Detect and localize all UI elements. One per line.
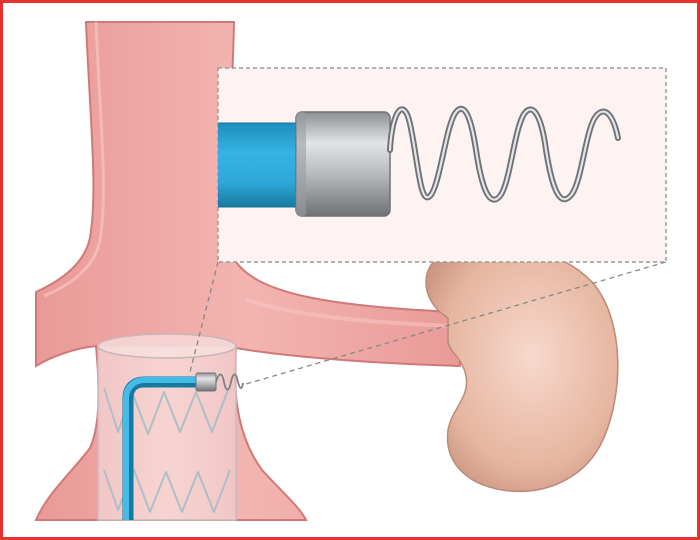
catheter-connector <box>195 372 217 392</box>
catheter-tube-highlight <box>123 377 200 520</box>
renal-artery-highlight <box>245 298 453 328</box>
coil-small-icon <box>215 373 244 391</box>
zoom-line-left <box>189 261 219 373</box>
coil-large-highlight <box>388 107 620 201</box>
kidney <box>425 245 619 493</box>
zoom-line-right <box>245 261 667 385</box>
aorta-inner-wall <box>43 21 105 298</box>
stent-sheath-top <box>97 333 237 359</box>
inset-connector <box>295 111 391 217</box>
inset-catheter <box>218 123 302 207</box>
stent-sheath <box>97 345 237 521</box>
inset-connector-shade <box>296 112 306 216</box>
